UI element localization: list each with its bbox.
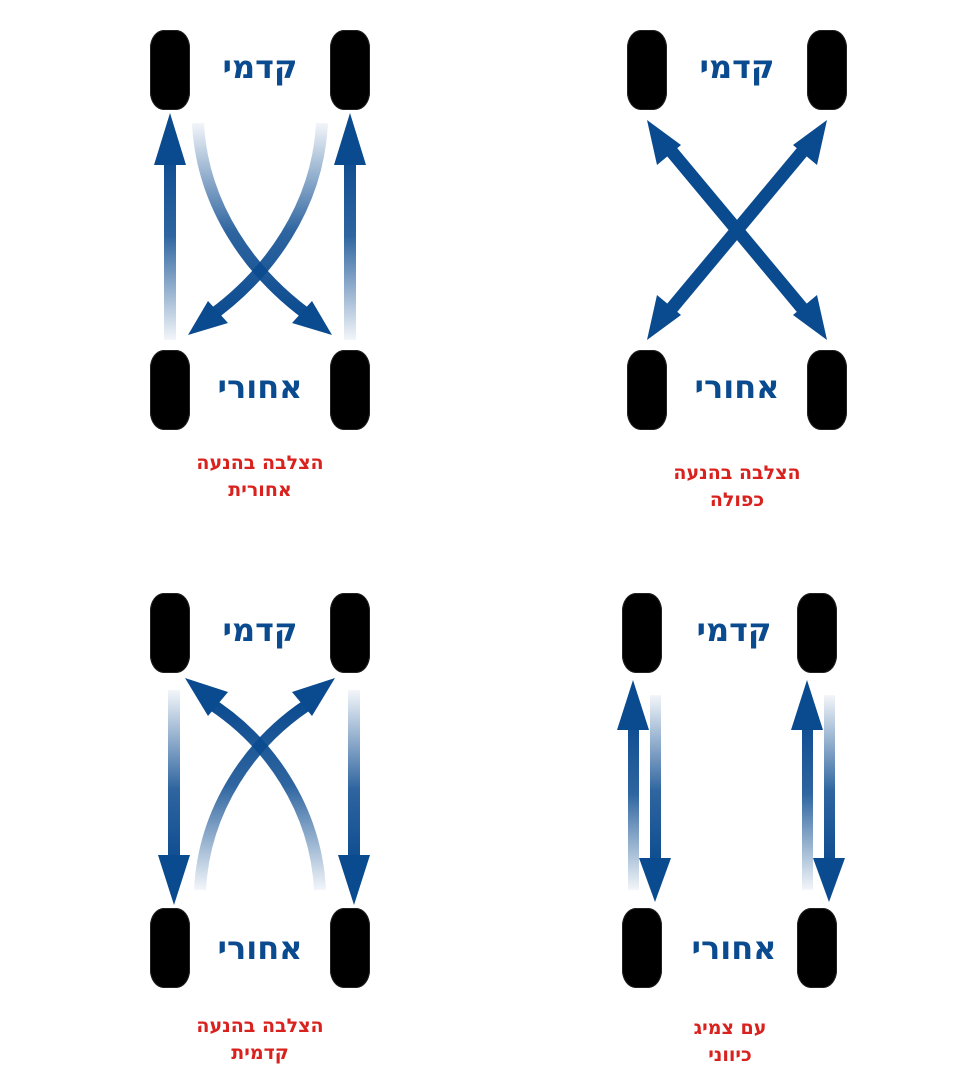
rotation-arrows-icon xyxy=(154,113,366,340)
tire-front-right xyxy=(807,30,847,110)
rotation-arrows-icon xyxy=(647,120,827,340)
tire-front-right xyxy=(797,593,837,673)
front-axle-label: קדמי xyxy=(696,611,772,649)
tire-rear-left xyxy=(627,350,667,430)
tire-rear-right xyxy=(797,908,837,988)
diagram-directional: קדמי אחורי עם צמיג כיווני xyxy=(612,590,852,1066)
diagram-caption: עם צמיג כיווני xyxy=(693,1017,767,1066)
diagram-four-wheel-drive: קדמי אחורי הצלבה בהנעה כפולה xyxy=(617,25,857,511)
rear-axle-label: אחורי xyxy=(694,368,780,406)
rotation-arrows-icon xyxy=(617,680,845,902)
tire-front-left xyxy=(150,30,190,110)
front-axle-label: קדמי xyxy=(222,48,298,86)
tire-front-right xyxy=(330,30,370,110)
diagram-caption: הצלבה בהנעה כפולה xyxy=(673,462,801,511)
rotation-arrows-icon xyxy=(158,678,370,905)
diagram-rear-wheel-drive: קדמי אחורי הצלבה בהנעה אחורית xyxy=(140,25,380,501)
tire-rear-left xyxy=(150,908,190,988)
diagram-caption: הצלבה בהנעה קדמית xyxy=(196,1015,324,1064)
diagram-front-wheel-drive: קדמי אחורי הצלבה בהנעה קדמית xyxy=(140,590,380,1064)
tire-rear-left xyxy=(622,908,662,988)
rear-axle-label: אחורי xyxy=(217,929,303,967)
rear-axle-label: אחורי xyxy=(217,368,303,406)
tire-front-left xyxy=(627,30,667,110)
tire-rear-left xyxy=(150,350,190,430)
tire-rear-right xyxy=(807,350,847,430)
tire-rear-right xyxy=(330,350,370,430)
front-axle-label: קדמי xyxy=(699,48,775,86)
diagram-caption: הצלבה בהנעה אחורית xyxy=(196,452,324,501)
tire-rear-right xyxy=(330,908,370,988)
tire-front-left xyxy=(150,593,190,673)
tire-front-left xyxy=(622,593,662,673)
rear-axle-label: אחורי xyxy=(691,929,777,967)
tire-front-right xyxy=(330,593,370,673)
front-axle-label: קדמי xyxy=(222,611,298,649)
